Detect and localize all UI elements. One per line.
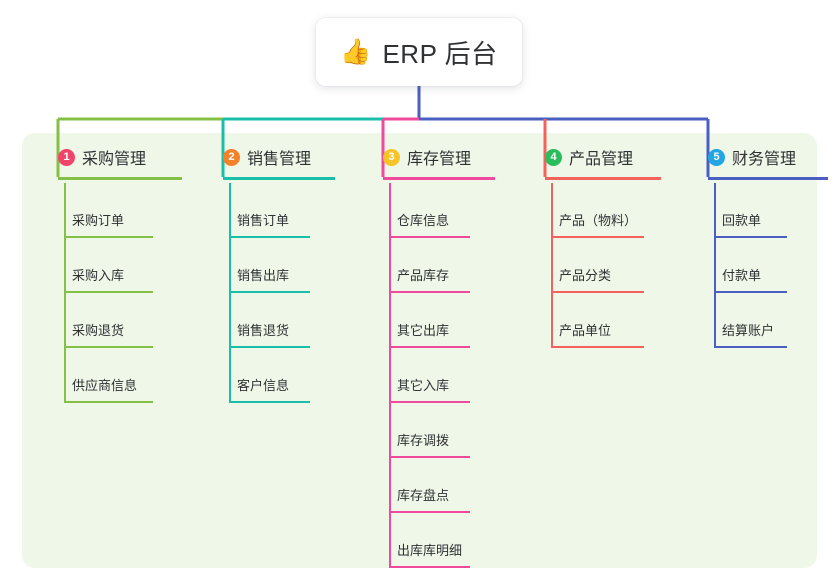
branch-spine-2: [229, 183, 231, 403]
branch-item-label: 客户信息: [237, 378, 290, 393]
branch-item-rule: [715, 346, 787, 348]
branch-item-rule: [65, 401, 153, 403]
branch-item-label: 销售出库: [237, 268, 290, 283]
branch-item-label: 库存盘点: [397, 488, 450, 503]
branch-item-rule: [230, 401, 310, 403]
branch-item-rule: [552, 291, 644, 293]
branch-spine-4: [551, 183, 553, 348]
diagram-background-panel: [22, 133, 817, 568]
branch-item-label: 产品单位: [559, 323, 612, 338]
branch-header-2[interactable]: 2 销售管理: [205, 146, 311, 168]
branch-title-4: 产品管理: [569, 151, 634, 168]
branch-item-label: 采购订单: [72, 213, 125, 228]
branch-item-rule: [230, 236, 310, 238]
branch-item-label: 采购退货: [72, 323, 125, 338]
branch-item-label: 产品（物料）: [559, 213, 638, 228]
branch-item-rule: [390, 291, 470, 293]
branch-item-rule: [390, 456, 470, 458]
branch-item-label: 库存调拨: [397, 433, 450, 448]
branch-header-5[interactable]: 5 财务管理: [690, 146, 796, 168]
branch-item-label: 付款单: [722, 268, 762, 283]
branch-item-label: 其它出库: [397, 323, 450, 338]
branch-header-4[interactable]: 4 产品管理: [527, 146, 633, 168]
branch-column-5: 5 财务管理回款单付款单结算账户: [690, 146, 828, 348]
branch-header-rule-1: [58, 177, 182, 180]
branch-header-rule-2: [223, 177, 335, 180]
branch-item-label: 其它入库: [397, 378, 450, 393]
branch-badge-1: 1: [58, 148, 75, 166]
branch-item-label: 销售退货: [237, 323, 290, 338]
branch-item-label: 销售订单: [237, 213, 290, 228]
branch-item-label: 结算账户: [722, 323, 775, 338]
branch-item-rule: [552, 346, 644, 348]
branch-badge-2: 2: [223, 148, 240, 166]
branch-item-rule: [390, 511, 470, 513]
branch-column-4: 4 产品管理产品（物料） 产品分类产品单位: [527, 146, 661, 348]
branch-spine-3: [389, 183, 391, 568]
thumbs-up-emoji: 👍: [340, 37, 372, 66]
branch-item-rule: [230, 346, 310, 348]
branch-item-rule: [65, 291, 153, 293]
branch-item-label: 回款单: [722, 213, 762, 228]
branch-badge-3: 3: [383, 148, 400, 166]
branch-column-1: 1 采购管理采购订单采购入库采购退货供应商信息: [40, 146, 182, 403]
branch-item-rule: [390, 236, 470, 238]
branch-item-rule: [390, 566, 470, 568]
branch-item-label: 仓库信息: [397, 213, 450, 228]
branch-item-label: 产品分类: [559, 268, 612, 283]
branch-spine-1: [64, 183, 66, 403]
branch-item-rule: [65, 236, 153, 238]
branch-spine-5: [714, 183, 716, 348]
branch-header-1[interactable]: 1 采购管理: [40, 146, 146, 168]
branch-header-rule-3: [383, 177, 495, 180]
branch-header-3[interactable]: 3 库存管理: [365, 146, 471, 168]
branch-header-rule-5: [708, 177, 828, 180]
branch-item-label: 供应商信息: [72, 378, 138, 393]
branch-badge-5: 5: [708, 148, 725, 166]
branch-item-label: 出库库明细: [397, 543, 463, 558]
branch-item-rule: [230, 291, 310, 293]
root-node-content: 👍 ERP 后台: [340, 34, 497, 71]
branch-column-3: 3 库存管理仓库信息产品库存其它出库其它入库库存调拨库存盘点出库库明细: [365, 146, 495, 568]
branch-item-label: 采购入库: [72, 268, 125, 283]
branch-header-rule-4: [545, 177, 661, 180]
branch-item-rule: [390, 346, 470, 348]
branch-item-rule: [715, 291, 787, 293]
branch-title-5: 财务管理: [732, 151, 797, 168]
branch-column-2: 2 销售管理销售订单销售出库销售退货客户信息: [205, 146, 335, 403]
branch-item-rule: [552, 236, 644, 238]
branch-title-2: 销售管理: [247, 151, 312, 168]
branch-item-rule: [390, 401, 470, 403]
branch-title-3: 库存管理: [407, 151, 472, 168]
root-node-card[interactable]: 👍 ERP 后台: [316, 18, 522, 86]
root-node-title: ERP 后台: [382, 38, 498, 69]
branch-item-label: 产品库存: [397, 268, 450, 283]
branch-badge-4: 4: [545, 148, 562, 166]
branch-title-1: 采购管理: [82, 151, 147, 168]
branch-item-rule: [65, 346, 153, 348]
branch-item-rule: [715, 236, 787, 238]
